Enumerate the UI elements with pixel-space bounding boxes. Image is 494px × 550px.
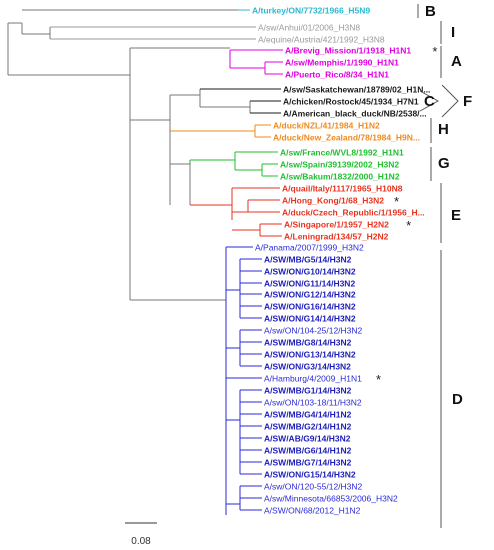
taxon-label: A/sw/Saskatchewan/18789/02_H1N... bbox=[283, 85, 430, 95]
taxon-label: A/sw/Memphis/1/1990_H1N1 bbox=[285, 58, 399, 68]
clade-label: H bbox=[438, 121, 449, 138]
taxon-label: A/sw/Minnesota/66853/2006_H3N2 bbox=[264, 494, 398, 504]
taxon-label: A/SW/MB/G1/14/H3N2 bbox=[264, 386, 352, 396]
taxon-label: A/American_black_duck/NB/2538/... bbox=[283, 109, 427, 119]
taxon-label: A/Singapore/1/1957_H2N2 bbox=[284, 220, 389, 230]
clade-label: G bbox=[438, 155, 450, 172]
taxon-label: A/sw/France/WVL8/1992_H1N1 bbox=[280, 148, 404, 158]
taxon-label: A/Leningrad/134/57_H2N2 bbox=[284, 232, 389, 242]
scale-bar: 0.08 bbox=[125, 522, 157, 547]
star-marker: * bbox=[406, 218, 411, 233]
bracket-line bbox=[441, 84, 459, 118]
taxon-label: A/SW/MB/G8/14/H3N2 bbox=[264, 338, 352, 348]
taxon-label: A/sw/Anhui/01/2006_H3N8 bbox=[258, 23, 360, 33]
clade-brackets: BIA C FHG E D bbox=[417, 3, 472, 528]
taxon-label: A/turkey/ON/7732/1966_H5N9 bbox=[252, 6, 370, 16]
taxon-label: A/SW/MB/G7/14/H3N2 bbox=[264, 458, 352, 468]
taxon-label: A/SW/MB/G2/14/H1N2 bbox=[264, 422, 352, 432]
clade-label: A bbox=[451, 53, 462, 70]
taxon-label: A/SW/AB/G9/14/H3N2 bbox=[264, 434, 351, 444]
taxon-label: A/SW/ON/G14/14/H3N2 bbox=[264, 314, 356, 324]
taxon-label: A/SW/MB/G6/14/H1N2 bbox=[264, 446, 352, 456]
taxon-label: A/duck/Czech_Republic/1/1956_H... bbox=[282, 208, 425, 218]
taxon-label: A/SW/ON/G15/14/H3N2 bbox=[264, 470, 356, 480]
taxon-label: A/SW/ON/G11/14/H3N2 bbox=[264, 279, 355, 289]
taxon-label: A/Puerto_Rico/8/34_H1N1 bbox=[285, 70, 389, 80]
taxon-labels: A/turkey/ON/7732/1966_H5N9A/sw/Anhui/01/… bbox=[252, 6, 430, 516]
taxon-label: A/sw/ON/103-18/11/H3N2 bbox=[264, 398, 362, 408]
taxon-label: A/Panama/2007/1999_H3N2 bbox=[255, 243, 364, 253]
taxon-label: A/sw/Spain/39139/2002_H3N2 bbox=[280, 160, 399, 170]
star-marker: * bbox=[432, 44, 437, 59]
taxon-label: A/SW/ON/G13/14/H3N2 bbox=[264, 350, 356, 360]
clade-label: F bbox=[463, 93, 472, 110]
taxon-label: A/Hamburg/4/2009_H1N1 bbox=[264, 374, 362, 384]
star-marker: * bbox=[376, 372, 381, 387]
star-marker: * bbox=[394, 194, 399, 209]
taxon-label: A/equine/Austria/421/1992_H3N8 bbox=[258, 35, 385, 45]
taxon-label: A/sw/ON/104-25/12/H3N2 bbox=[264, 326, 363, 336]
taxon-label: A/SW/ON/G16/14/H3N2 bbox=[264, 302, 356, 312]
clade-label: B bbox=[425, 3, 436, 20]
star-markers: * * * * bbox=[376, 44, 437, 387]
clade-label: C bbox=[424, 93, 435, 110]
taxon-label: A/duck/NZL/41/1984_H1N2 bbox=[273, 121, 380, 131]
taxon-label: A/duck/New_Zealand/78/1984_H9N... bbox=[273, 133, 420, 143]
clade-label: I bbox=[451, 24, 455, 41]
bracket-line bbox=[419, 90, 440, 112]
scale-bar-label: 0.08 bbox=[131, 536, 151, 547]
taxon-label: A/SW/ON/G12/14/H3N2 bbox=[264, 290, 356, 300]
taxon-label: A/Hong_Kong/1/68_H3N2 bbox=[282, 196, 384, 206]
taxon-label: A/SW/ON/68/2012_H1N2 bbox=[264, 506, 361, 516]
taxon-label: A/SW/MB/G5/14/H3N2 bbox=[264, 255, 352, 265]
taxon-label: A/Brevig_Mission/1/1918_H1N1 bbox=[285, 46, 411, 56]
taxon-label: A/sw/Bakum/1832/2000_H1N2 bbox=[280, 172, 400, 182]
taxon-label: A/SW/ON/G10/14/H3N2 bbox=[264, 267, 356, 277]
taxon-label: A/sw/ON/120-55/12/H3N2 bbox=[264, 482, 363, 492]
clade-label: D bbox=[452, 391, 463, 408]
taxon-label: A/chicken/Rostock/45/1934_H7N1 bbox=[283, 97, 419, 107]
taxon-label: A/SW/MB/G4/14/H1N2 bbox=[264, 410, 352, 420]
taxon-label: A/quail/Italy/1117/1965_H10N8 bbox=[282, 184, 403, 194]
taxon-label: A/SW/ON/G3/14/H3N2 bbox=[264, 362, 351, 372]
tree-branches bbox=[7, 9, 283, 515]
clade-label: E bbox=[451, 207, 461, 224]
